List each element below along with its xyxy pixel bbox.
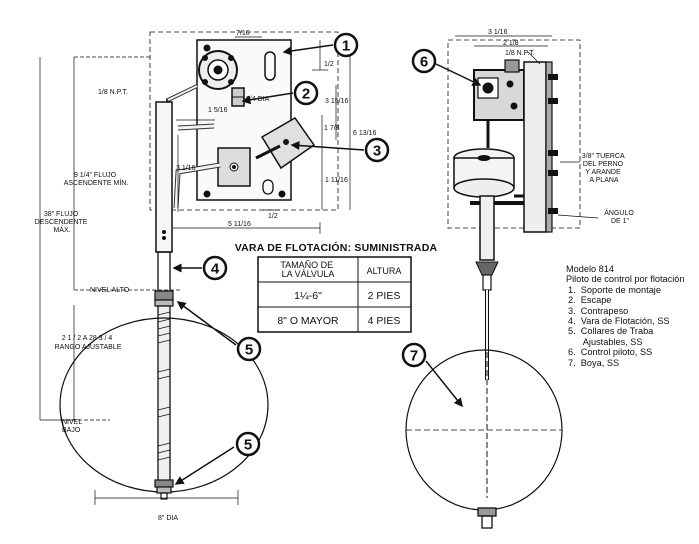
nut-line-3: Y ARANDE [585,169,621,176]
angle-line-1: ÁNGULO [604,208,634,217]
legend-item: 5. Collares de Traba Ajustables, SS [568,326,654,347]
rod-table [257,256,412,333]
callout-4-label: 4 [211,261,220,278]
dim-1-2-bottom: 1/2 [268,213,278,220]
table-cell-size-1: 1¼-6" [294,290,322,302]
table-header-size-line-1: TAMAÑO DE [280,260,333,270]
callout-5a-label: 5 [245,342,253,359]
rod-upper [155,101,173,253]
dim-3-1-16: 3 1/16 [176,165,196,172]
table-cell-height-2: 4 PIES [368,315,401,327]
dim-2-1-8-right: 2 1/8 [503,40,519,47]
table-header-size-line-2: LA VÁLVULA [282,269,335,279]
dim-1-11-16: 1 11/16 [325,177,348,184]
legend-item: 3. Contrapeso [568,305,629,316]
up-flow-label: 9 1/4" FLUJO ASCENDENTE MÍN. [64,172,129,187]
dim-7-16: 7/16 [236,30,250,37]
collar-upper [154,290,174,301]
range-line-1: 2 1 / 2 A 28 3 / 4 [62,335,113,342]
callout-5b-label: 5 [244,437,252,454]
callout-7: 7 [401,342,427,368]
table-header-height: ALTURA [367,266,402,276]
callout-5a: 5 [236,336,262,362]
range-line-2: RANGO AJUSTABLE [55,344,122,351]
down-flow-line-3: MÁX. [53,225,70,234]
legend-subtitle: Piloto de control por flotación [566,274,685,285]
legend-item: 1. Soporte de montaje [568,284,661,295]
callout-3-label: 3 [373,143,381,160]
dim-6-13-16: 6 13/16 [353,130,376,137]
callout-4: 4 [202,255,228,281]
dim-3-4-dia: 3/4 DIA [246,96,270,103]
dim-1-7-8: 1 7/8 [324,125,340,132]
legend-title: Modelo 814 [566,264,615,274]
low-level-line-1: NIVEL [62,419,82,426]
dim-3-1-16-right: 3 1/16 [488,29,508,36]
parts-legend: Modelo 814 Piloto de control por flotaci… [566,264,696,368]
nut-label: 3/8" TUERCA DEL PERNO Y ARANDE A PLANA [582,153,626,184]
down-flow-line-1: 38" FLUJO [44,211,79,218]
table-header-size: TAMAÑO DE LA VÁLVULA [280,260,335,279]
nut-line-2: DEL PERNO [583,161,624,168]
low-level-line-2: BAJO [62,427,81,434]
left-elevation-view [39,31,351,505]
left-labels: 1/8 N.P.T. 9 1/4" FLUJO ASCENDENTE MÍN. … [35,89,179,522]
nut-line-4: A PLANA [589,177,619,184]
callout-2-label: 2 [302,86,310,103]
float-rod-threaded [157,305,171,483]
callout-6-label: 6 [420,54,428,71]
low-level-label: NIVEL BAJO [62,419,84,434]
dim-5-11-16: 5 11/16 [228,221,251,228]
dim-1-2-top: 1/2 [324,61,334,68]
down-flow-line-2: DESCENDENTE [35,219,88,226]
legend-item: 6. Control piloto, SS [568,347,653,358]
high-level-label: NIVEL ALTO [90,287,130,294]
down-flow-label: 38" FLUJO DESCENDENTE MÁX. [35,211,90,234]
callout-1-label: 1 [342,38,350,55]
right-labels: 3 1/16 2 1/8 1/8 N.P.T. 3/8" TUERCA DEL … [488,29,636,225]
left-dimensions: 7/16 1/2 3/4 DIA 1 5/16 3 15/16 1 7/8 6 … [176,30,376,228]
up-flow-line-2: ASCENDENTE MÍN. [64,178,129,187]
up-flow-line-1: 9 1/4" FLUJO [74,172,117,179]
npt-label-right: 1/8 N.P.T. [505,50,535,57]
callout-1: 1 [333,32,359,58]
callout-3: 3 [364,137,390,163]
legend-item: 4. Vara de Flotación, SS [568,316,670,327]
callout-5b: 5 [235,431,261,457]
rod-table-text: TAMAÑO DE LA VÁLVULA ALTURA 1¼-6" 2 PIES… [277,260,401,327]
legend-item: 2. Escape [568,295,612,306]
collar-lower [154,479,174,488]
range-label: 2 1 / 2 A 28 3 / 4 RANGO AJUSTABLE [55,335,122,351]
dim-1-5-16: 1 5/16 [208,107,228,114]
callout-6: 6 [411,48,437,74]
dim-3-15-16: 3 15/16 [325,98,348,105]
legend-item: 7. Boya, SS [568,357,620,368]
callout-2: 2 [293,80,319,106]
table-cell-size-2: 8" O MAYOR [277,315,339,327]
angle-label: ÁNGULO DE 1" [604,208,636,225]
float-dia-label: 8" DIA [158,515,178,522]
rod-lower [157,251,171,293]
nut-line-1: 3/8" TUERCA [582,153,625,160]
callout-markers: 1 2 3 4 5 5 6 7 [202,32,437,457]
rod-title: VARA DE FLOTACIÓN: SUMINISTRADA [235,241,438,254]
right-side-view [405,35,599,529]
table-cell-height-1: 2 PIES [368,290,401,302]
callout-7-label: 7 [410,348,418,365]
angle-line-2: DE 1" [611,218,630,225]
npt-label-left: 1/8 N.P.T. [98,89,128,96]
